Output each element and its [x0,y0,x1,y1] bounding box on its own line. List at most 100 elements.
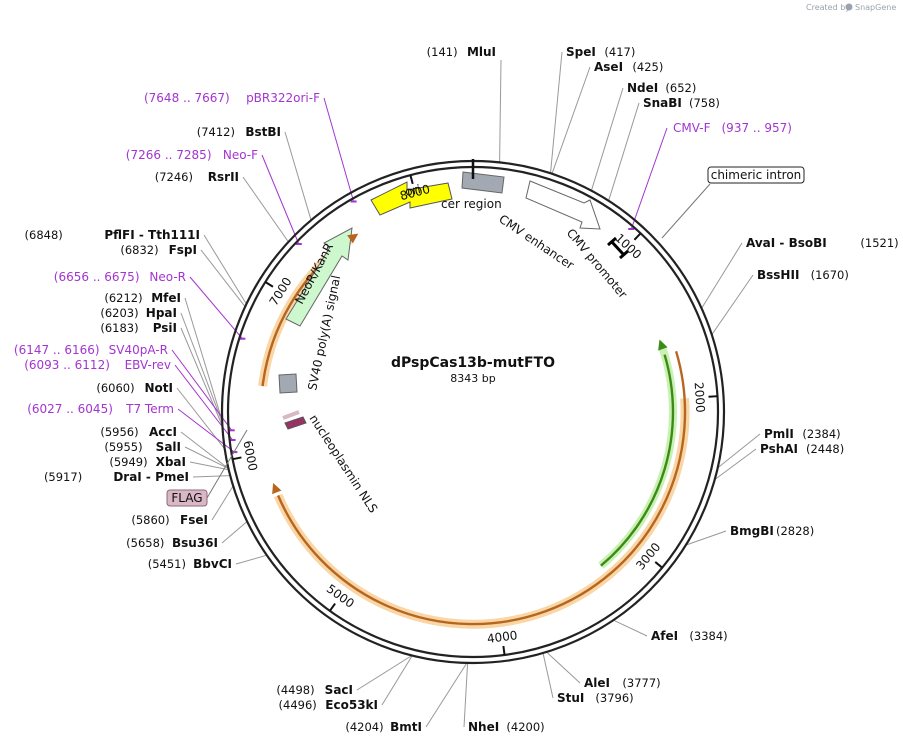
restriction-site[interactable]: FspI(6832) [120,243,197,257]
primer-leader-line [323,97,355,202]
restriction-site[interactable]: PflFI - Tth111I(6848) [25,228,200,242]
site-name: DraI - PmeI [113,470,189,484]
site-name: HpaI [146,306,177,320]
restriction-site[interactable]: Eco53kI(4496) [279,698,378,712]
site-leader-line [613,619,648,637]
site-leader-line [546,651,581,684]
site-name: NheI [468,720,499,734]
site-leader-line [381,655,413,706]
chimeric-intron-leader [661,183,711,239]
site-leader-line [180,327,223,427]
site-leader-line [184,446,229,470]
nls-accent [282,410,300,420]
mutfto-cds-glow [598,346,677,569]
restriction-site[interactable]: BmgBI(2828) [730,524,814,538]
restriction-site[interactable]: SacI(4498) [276,683,353,697]
chimeric-intron-feature[interactable] [607,236,629,260]
restriction-site[interactable]: AvaI - BsoBI(1521) [746,236,899,250]
cas13b-orf-head [272,483,282,495]
restriction-site[interactable]: StuI (3796) [557,691,634,705]
primer-name: EBV-rev [125,358,171,372]
primer-site[interactable]: pBR322ori-F(7648 .. 7667) [144,91,320,105]
chimeric-intron-callout[interactable]: chimeric intron [661,166,805,239]
restriction-site[interactable]: AccI(5956) [100,425,177,439]
ori-label: ori [404,182,422,199]
restriction-site[interactable]: BstBI(7412) [197,125,281,139]
neor-kanr-feature[interactable] [285,227,353,327]
restriction-site[interactable]: PshAI(2448) [760,442,844,456]
site-name: Eco53kI [325,698,378,712]
site-name: BssHII [757,268,799,282]
site-leader-line [221,521,248,544]
ruler-tick [654,561,663,569]
nucleoplasmin-nls-label: nucleoplasmin NLS [306,412,380,515]
restriction-site[interactable]: AleI(3777) [584,676,661,690]
restriction-site[interactable]: Bsu36I (5658) [126,536,218,550]
primer-site[interactable]: Neo-R(6656 .. 6675) [54,270,186,284]
restriction-site[interactable]: AseI(425) [594,60,663,74]
cer-region-feature[interactable] [461,171,505,194]
site-position: (6060) [96,381,134,395]
ruler-tick [232,456,242,461]
restriction-site[interactable]: PsiI(6183) [100,321,177,335]
restriction-site[interactable]: FseI(5860) [131,513,208,527]
cmv-enhancer-feature[interactable] [525,180,601,230]
restriction-site[interactable]: BmtI(4204) [345,720,422,734]
restriction-site[interactable]: BssHII(1670) [757,268,849,282]
restriction-site[interactable]: XbaI(5949) [109,455,186,469]
primer-site[interactable]: Neo-F(7266 .. 7285) [126,148,258,162]
primer-site[interactable]: SV40pA-R(6147 .. 6166) [14,343,168,357]
primer-range: (6027 .. 6045) [27,402,113,416]
site-name: AfeI [651,629,678,643]
site-position: (417) [604,45,635,59]
site-name: RsrII [208,170,239,184]
restriction-site[interactable]: SalI(5955) [104,440,181,454]
mutfto-cds-arrow[interactable] [600,354,675,567]
site-name: Bsu36I [172,536,218,550]
site-leader-line [542,652,554,699]
restriction-site[interactable]: SpeI(417) [566,45,635,59]
backbone-inner-ring [226,165,720,659]
restriction-site[interactable]: NotI(6060) [96,381,173,395]
restriction-site[interactable]: SnaBI(758) [643,96,720,110]
cas13b-orf-arrow[interactable] [276,350,687,626]
ori-feature[interactable] [370,181,453,216]
restriction-site[interactable]: PmlI(2384) [764,427,841,441]
site-position: (6183) [100,321,138,335]
restriction-site[interactable]: MluI(141) [427,45,496,59]
restriction-site[interactable]: BbvCI(5451) [148,557,232,571]
site-leader-line [356,655,413,691]
restriction-site[interactable]: RsrII(7246) [155,170,239,184]
site-position: (5917) [44,470,82,484]
flag-callout[interactable]: FLAG [166,429,248,507]
site-position: (6848) [25,228,63,242]
ruler-tick [633,232,642,241]
primer-site[interactable]: EBV-rev(6093 .. 6112) [24,358,171,372]
site-leader-line [235,554,268,565]
primer-site[interactable]: T7 Term(6027 .. 6045) [27,402,174,416]
primer-name: Neo-R [149,270,186,284]
site-position: (5658) [126,536,164,550]
nucleoplasmin-nls-feature[interactable] [284,416,307,430]
restriction-site[interactable]: NdeI(652) [627,81,696,95]
restriction-site[interactable]: HpaI(6203) [100,306,177,320]
restriction-site[interactable]: NheI(4200) [468,720,545,734]
site-leader-line [203,234,247,305]
site-position: (3796) [595,691,633,705]
restriction-site[interactable]: AfeI(3384) [651,629,728,643]
site-position: (3777) [622,676,660,690]
site-leader-line [200,249,246,308]
site-leader-line [189,461,229,471]
mutfto-cds-head [658,339,668,351]
site-name: BstBI [245,125,281,139]
restriction-site[interactable]: DraI - PmeI (5917) [44,470,189,484]
restriction-site[interactable]: MfeI(6212) [104,291,181,305]
site-name: NdeI [627,81,658,95]
sv40-polya-feature[interactable] [278,373,298,394]
site-name: MfeI [151,291,181,305]
site-name: StuI [557,691,584,705]
site-position: (6832) [120,243,158,257]
primer-site[interactable]: CMV-F(937 .. 957) [673,121,792,135]
site-position: (2448) [806,442,844,456]
